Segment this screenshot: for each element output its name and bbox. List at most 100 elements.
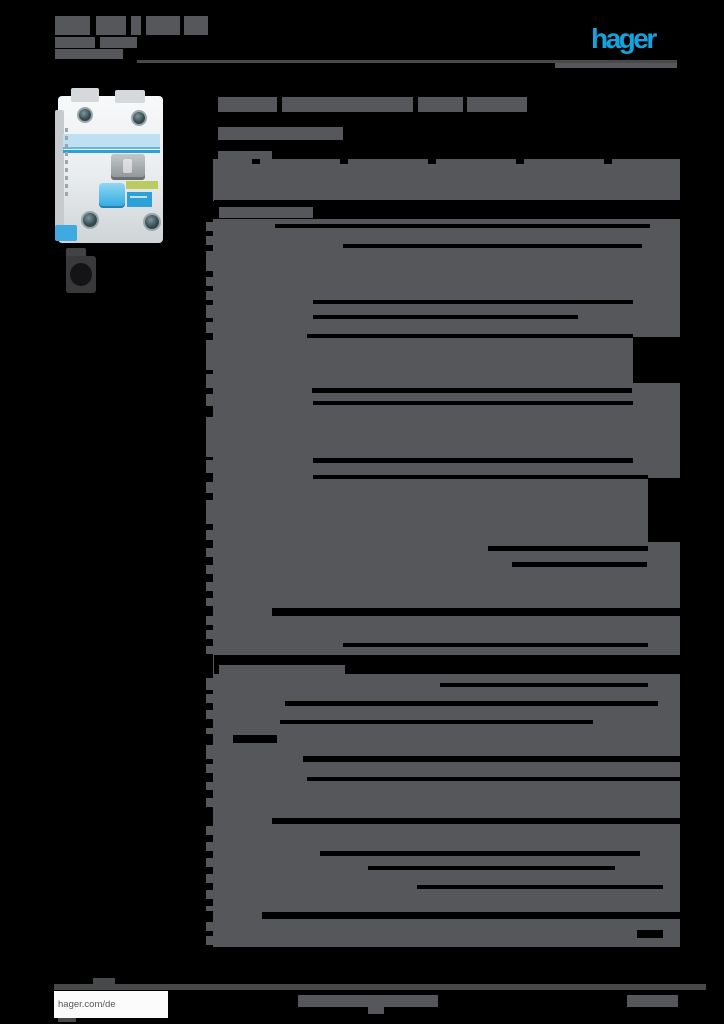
- redaction-bar: [55, 37, 95, 48]
- redaction-gap: [313, 475, 648, 479]
- row-label-nub: [206, 500, 214, 524]
- rule-line: [93, 978, 115, 984]
- row-label-nub: [206, 842, 214, 851]
- row-label-nub: [206, 936, 214, 945]
- redaction-gap: [233, 735, 277, 743]
- redaction-gap: [604, 159, 612, 164]
- terminal-cap: [71, 88, 99, 102]
- terminal-screw: [81, 211, 99, 229]
- redaction-gap: [313, 401, 633, 405]
- terminal-screw: [131, 110, 147, 126]
- redaction-bar: [100, 37, 137, 48]
- redaction-gap: [320, 851, 640, 856]
- camera-icon: [66, 246, 100, 294]
- redaction-bar: [131, 16, 141, 35]
- hager-logo: hager: [591, 23, 657, 54]
- terminal-screw: [77, 107, 93, 123]
- row-label-nub: [206, 630, 214, 639]
- row-label-nub: [206, 922, 214, 931]
- redaction-gap: [488, 546, 648, 551]
- redaction-gap: [307, 334, 633, 338]
- redaction-gap: [262, 912, 680, 919]
- redaction-bar: [218, 97, 277, 112]
- redaction-bar: [555, 62, 677, 68]
- row-label-nub: [206, 482, 214, 493]
- row-label-nub: [206, 874, 214, 883]
- row-label-nub: [206, 890, 214, 899]
- redaction-gap: [648, 478, 680, 542]
- row-label-nub: [206, 616, 214, 625]
- blue-stripe: [63, 150, 160, 153]
- redaction-gap: [272, 608, 680, 616]
- redaction-gap: [340, 159, 348, 164]
- row-label-nub: [206, 460, 214, 473]
- redaction-gap: [280, 720, 593, 724]
- row-label-nub: [206, 710, 214, 719]
- redaction-block: [213, 159, 680, 201]
- redaction-gap: [303, 756, 680, 762]
- redaction-bar: [467, 97, 527, 112]
- row-label-nub: [206, 678, 214, 690]
- redaction-bar: [184, 16, 208, 35]
- test-button: [99, 183, 125, 208]
- redaction-gap: [313, 315, 578, 319]
- row-label-nub: [206, 277, 214, 286]
- redaction-gap: [313, 458, 633, 463]
- redaction-gap: [307, 777, 680, 781]
- redaction-gap: [417, 885, 663, 889]
- redaction-gap: [275, 224, 650, 228]
- row-label-nub: [206, 565, 214, 574]
- row-label-nub: [206, 222, 214, 231]
- redaction-gap: [440, 683, 648, 687]
- redaction-gap: [633, 337, 680, 383]
- redaction-gap: [637, 930, 663, 938]
- redaction-bar: [96, 16, 126, 35]
- row-label-nub: [206, 374, 214, 388]
- redaction-gap: [252, 159, 260, 164]
- breaker-toggle: [111, 154, 145, 180]
- redaction-bar: [418, 97, 463, 112]
- rule-line: [137, 60, 677, 63]
- din-rail-clip: [55, 110, 64, 230]
- row-label-nub: [206, 598, 214, 606]
- redaction-bar: [218, 151, 272, 159]
- redaction-gap: [214, 200, 680, 219]
- row-label-nub: [206, 826, 214, 835]
- redaction-gap: [312, 388, 632, 393]
- footer-site-link[interactable]: hager.com/de: [58, 999, 116, 1010]
- label-band: [63, 134, 160, 149]
- redaction-bar: [627, 995, 678, 1007]
- row-label-nub: [206, 340, 214, 370]
- redaction-bar: [368, 1007, 384, 1014]
- row-label-nub: [206, 782, 214, 790]
- row-label-nub: [206, 322, 214, 333]
- redaction-bar: [298, 995, 438, 1007]
- redaction-block: [213, 219, 680, 947]
- row-label-nub: [206, 728, 214, 734]
- row-label-nub: [206, 694, 214, 703]
- footer-site-box: hager.com/de: [54, 991, 168, 1018]
- terminal-screw: [143, 213, 161, 231]
- redaction-bar: [218, 127, 343, 140]
- row-label-nub: [206, 394, 214, 406]
- redaction-gap: [272, 818, 680, 824]
- redaction-bar: [55, 16, 90, 35]
- camera-icon-tab: [66, 248, 86, 258]
- row-label-nub: [206, 548, 214, 557]
- row-label-nub: [206, 251, 214, 271]
- camera-icon-lens: [70, 263, 92, 286]
- rating-label-blue: [127, 192, 152, 207]
- row-label-nub: [206, 582, 214, 591]
- row-label-nub: [206, 291, 214, 300]
- redaction-gap: [343, 244, 642, 248]
- redaction-bar: [219, 207, 313, 218]
- side-tag-blue: [55, 225, 77, 241]
- redaction-bar: [146, 16, 180, 35]
- redaction-gap: [343, 643, 648, 647]
- redaction-gap: [516, 159, 524, 164]
- row-label-nub: [206, 906, 214, 911]
- redaction-gap: [428, 159, 436, 164]
- row-label-nub: [206, 858, 214, 867]
- redaction-bar: [219, 665, 345, 676]
